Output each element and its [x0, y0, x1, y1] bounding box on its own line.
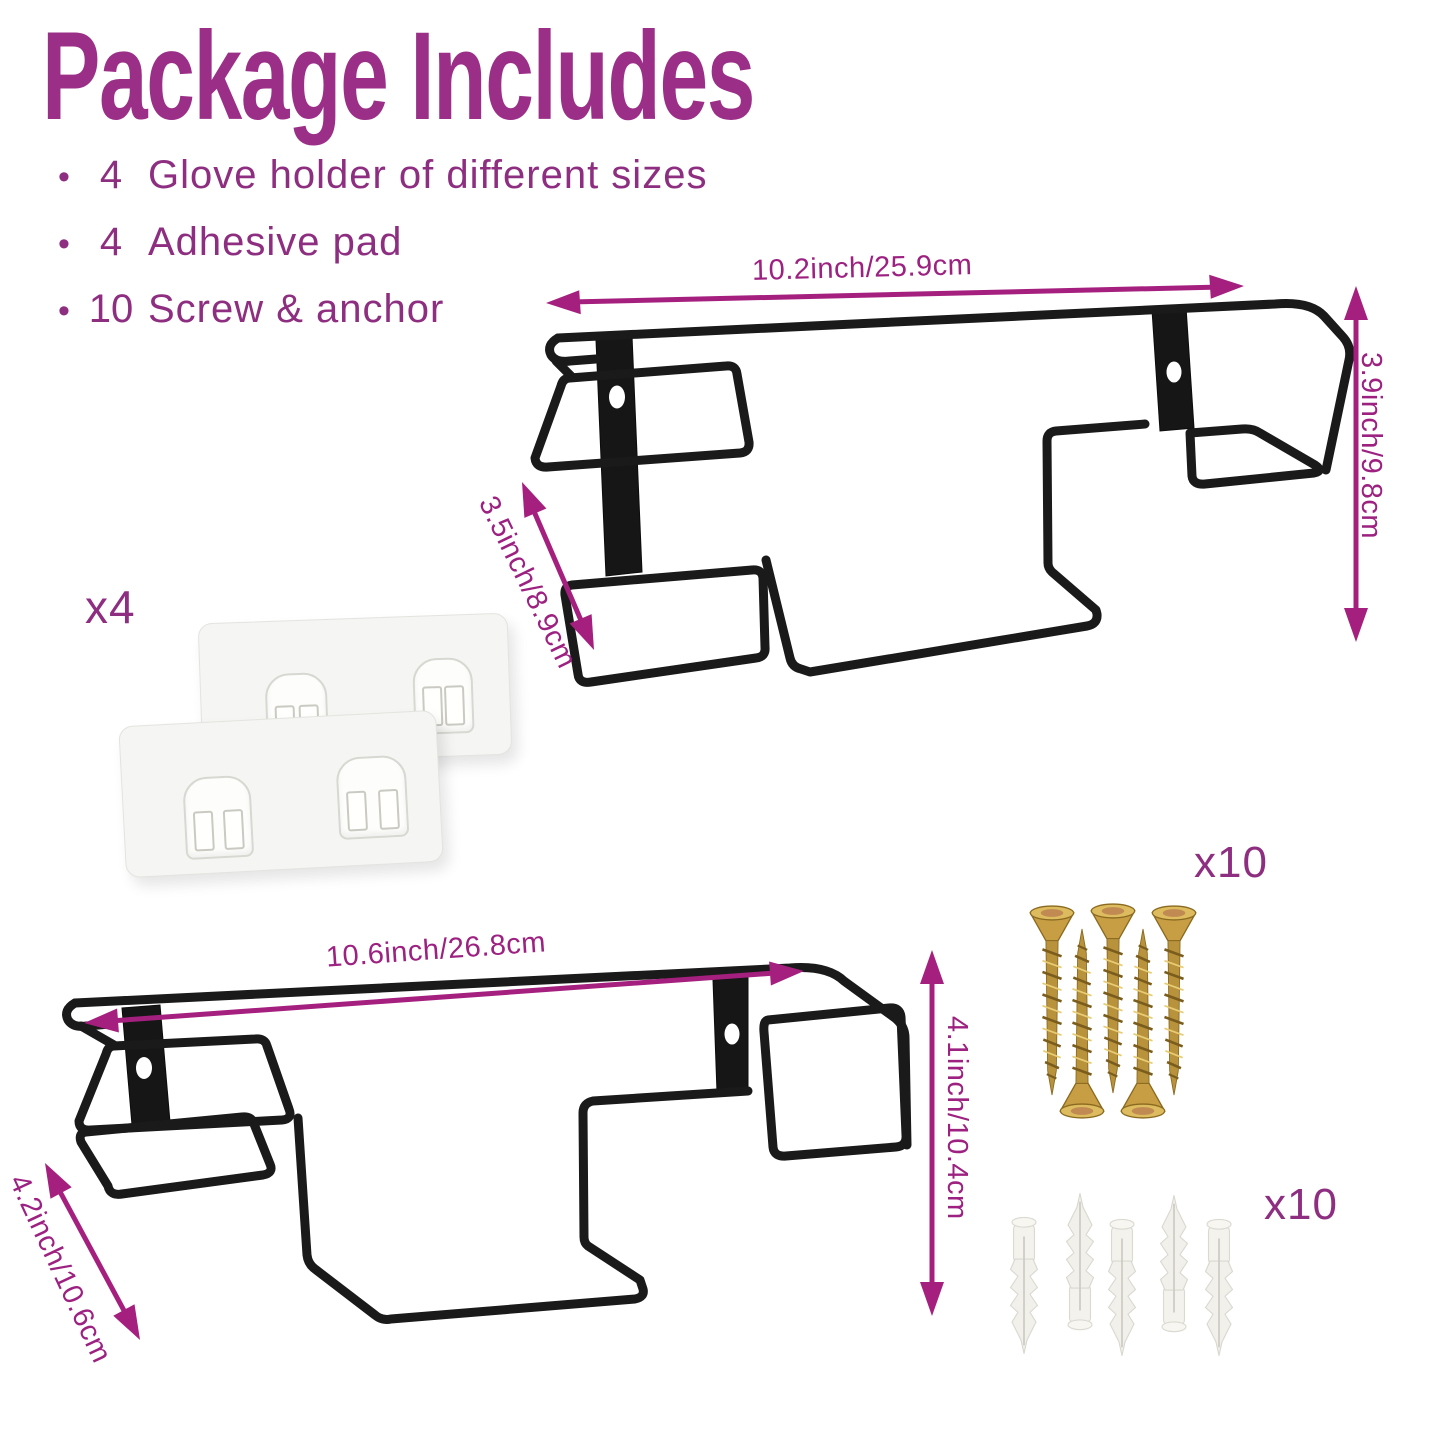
- top-rack-width-arrow: [546, 274, 1244, 315]
- upper-left-hoop: [530, 361, 754, 472]
- lower-left-hoop: [75, 1112, 276, 1199]
- bullet-icon: •: [58, 225, 70, 263]
- page-title: Package Includes: [42, 7, 755, 146]
- screw: [1090, 902, 1136, 1095]
- lower-left-hoop: [560, 565, 770, 687]
- screw-inverted: [1120, 927, 1166, 1120]
- screw-inverted: [1059, 927, 1105, 1120]
- list-item: • 4 Glove holder of different sizes: [58, 152, 707, 200]
- bullet-icon: •: [58, 292, 70, 330]
- anchors-count-label: x10: [1264, 1180, 1338, 1229]
- bullet-icon: •: [58, 158, 70, 196]
- item-label: Glove holder of different sizes: [148, 153, 708, 197]
- wall-anchor: [1009, 1216, 1039, 1355]
- center-hoop: [293, 1086, 753, 1324]
- screw-hole: [609, 385, 625, 409]
- list-item: • 4 Adhesive pad: [58, 219, 707, 267]
- top-rack-illustration: [530, 299, 1355, 687]
- adhesive-pad-front: [118, 709, 444, 879]
- wall-bracket-right: [1151, 306, 1195, 432]
- wall-anchor: [1107, 1218, 1137, 1357]
- bottom-rack-height-label: 4.1inch/10.4cm: [941, 1016, 973, 1220]
- screw: [1029, 904, 1075, 1097]
- top-rack-depth-arrow: [522, 482, 594, 650]
- top-rack-height-label: 3.9inch/9.8cm: [1355, 352, 1387, 540]
- item-count: 4: [99, 153, 123, 197]
- screws-illustration: [1029, 902, 1197, 1120]
- upper-left-hoop: [74, 1034, 295, 1135]
- package-contents-list: • 4 Glove holder of different sizes • 4 …: [58, 152, 707, 353]
- rail-left-end: [545, 333, 601, 366]
- adhesive-hook: [182, 774, 255, 861]
- item-count: 10: [88, 287, 134, 331]
- top-rack-width-label: 10.2inch/25.9cm: [751, 249, 973, 287]
- screw-hole: [136, 1057, 152, 1079]
- right-hoop: [1185, 424, 1324, 489]
- right-hoop: [759, 1003, 911, 1161]
- item-count: 4: [99, 220, 123, 264]
- item-label: Screw & anchor: [148, 287, 445, 331]
- adhesive-pads-count-label: x4: [85, 581, 136, 633]
- bottom-rack-width-arrow: [84, 961, 804, 1033]
- screw: [1151, 904, 1197, 1097]
- center-hoop: [761, 419, 1150, 677]
- bottom-rack-depth-arrow: [45, 1163, 140, 1340]
- screws-count-label: x10: [1194, 838, 1268, 887]
- bottom-rack-height-arrow: [920, 950, 944, 1316]
- list-item: • 10 Screw & anchor: [58, 286, 707, 334]
- top-rack-height-arrow: [1344, 286, 1368, 642]
- bottom-rack-illustration: [62, 963, 912, 1324]
- screw-hole: [724, 1023, 740, 1045]
- wall-anchor-inverted: [1065, 1192, 1095, 1331]
- item-label: Adhesive pad: [148, 220, 403, 264]
- wall-anchor: [1204, 1218, 1234, 1357]
- adhesive-hook: [335, 754, 410, 841]
- screw-hole: [1166, 361, 1182, 383]
- wall-anchor-inverted: [1159, 1194, 1189, 1333]
- rail-left-return: [76, 1021, 119, 1050]
- anchors-illustration: [1009, 1192, 1234, 1357]
- wall-bracket-left: [121, 1004, 171, 1126]
- top-rail: [553, 299, 1355, 475]
